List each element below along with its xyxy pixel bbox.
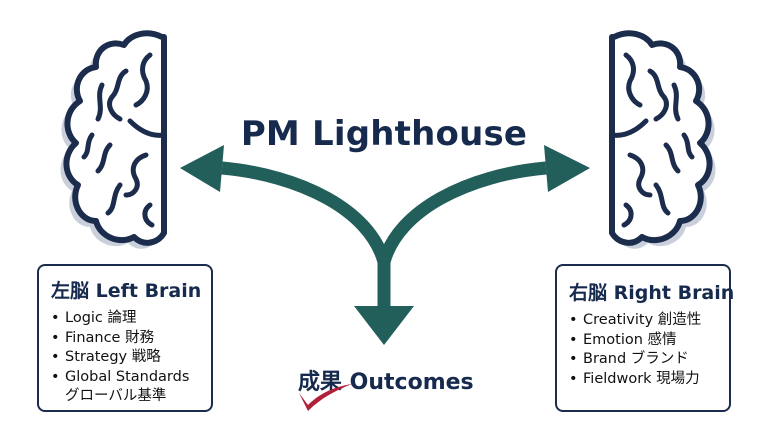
- left-arrow-shaft: [221, 161, 391, 264]
- checkmark-icon: [299, 384, 352, 411]
- list-item: •Logic 論理: [51, 310, 137, 326]
- list-item: •Finance 財務: [51, 329, 155, 346]
- right-brain-box: 右脳 Right Brain •Creativity 創造性 •Emotion …: [555, 264, 735, 412]
- left-brain-box: 左脳 Left Brain •Logic 論理 •Finance 財務 •Str…: [37, 264, 213, 412]
- right-brain-icon: [609, 30, 716, 249]
- right-arrowhead: [544, 145, 590, 192]
- outcome-label: 成果 Outcomes: [298, 370, 474, 395]
- diagram-title: PM Lighthouse: [240, 114, 528, 154]
- left-brain-heading: 左脳 Left Brain: [51, 280, 202, 302]
- right-arrow-shaft: [377, 161, 547, 264]
- right-brain-list: •Creativity 創造性 •Emotion 感情 •Brand ブランド …: [569, 311, 717, 389]
- right-brain-heading: 右脳 Right Brain: [569, 282, 735, 304]
- left-arrowhead: [180, 145, 224, 192]
- down-arrowhead: [354, 306, 414, 345]
- left-brain-icon: [60, 30, 167, 249]
- list-item: •Strategy 戦略: [51, 349, 161, 365]
- list-item: •Brand ブランド: [569, 351, 689, 367]
- left-brain-list: •Logic 論理 •Finance 財務 •Strategy 戦略 •Glob…: [51, 309, 199, 407]
- list-item: •Fieldwork 現場力: [569, 370, 700, 387]
- list-item: •Creativity 創造性: [569, 312, 702, 328]
- list-item: •Emotion 感情: [569, 331, 677, 348]
